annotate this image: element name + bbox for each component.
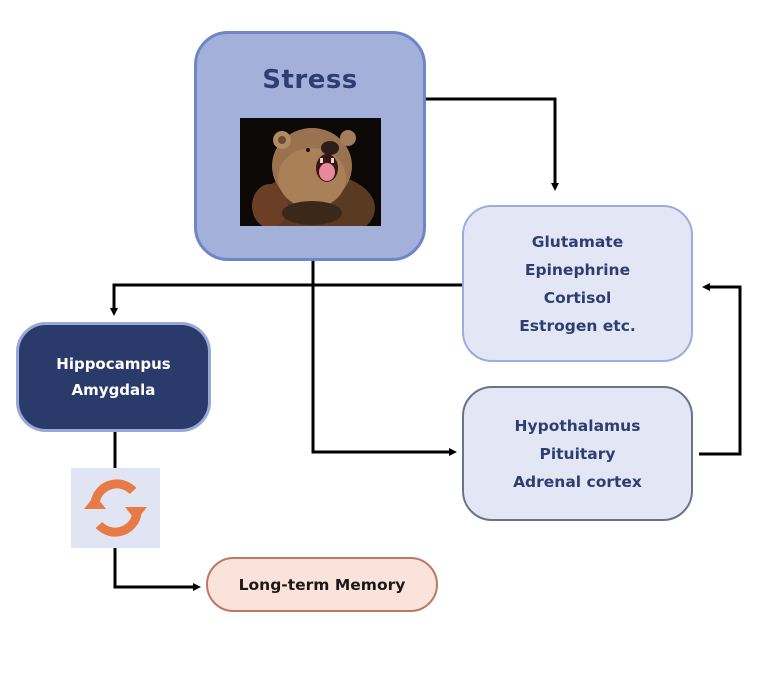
arrow-chemicals-to-hippocampus [110,283,462,316]
stress-title: Stress [262,65,358,95]
arrow-stress-to-hpa [311,261,457,456]
region-amygdala: Amygdala [71,381,156,399]
roaring-bear-image [240,118,381,226]
hippocampus-amygdala-node: Hippocampus Amygdala [16,322,211,432]
region-hippocampus: Hippocampus [56,355,171,373]
neurochemicals-node: Glutamate Epinephrine Cortisol Estrogen … [462,205,693,362]
hpa-pituitary: Pituitary [539,444,616,463]
long-term-memory-node: Long-term Memory [206,557,438,612]
hpa-hypothalamus: Hypothalamus [514,416,641,435]
chemical-cortisol: Cortisol [543,288,612,307]
hpa-axis-node: Hypothalamus Pituitary Adrenal cortex [462,386,693,521]
memory-label: Long-term Memory [238,575,406,594]
hpa-adrenal-cortex: Adrenal cortex [513,472,642,491]
arrow-stress-to-chemicals [426,97,559,191]
stress-node: Stress [194,31,426,261]
chemical-estrogen: Estrogen etc. [519,316,636,335]
chemical-glutamate: Glutamate [531,232,624,251]
arrow-cycle-to-memory [113,548,201,591]
consolidation-cycle-node [71,468,160,548]
arrow-hpa-to-chemicals [699,283,742,456]
cycle-arrows-icon [83,479,147,537]
chemical-epinephrine: Epinephrine [524,260,631,279]
